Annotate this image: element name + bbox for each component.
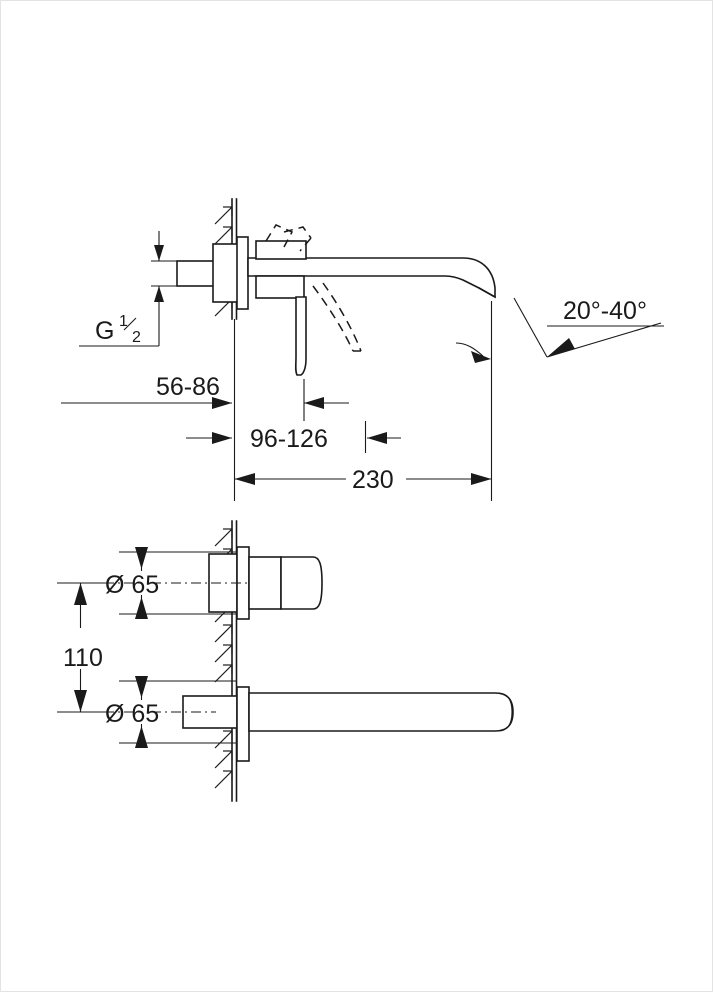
dimension-label-wall-offset: 56-86 (156, 373, 220, 401)
spout-leader-arrow (455, 342, 491, 363)
dimension-spout-projection (234, 301, 493, 501)
dimension-outlet-angle (513, 297, 664, 358)
dimension-handle-projection (186, 379, 401, 453)
dimension-label-thread-letter: G (95, 317, 114, 345)
dimension-thread-g-half (79, 231, 181, 347)
escutcheon-flange-top-view (236, 236, 249, 310)
cartridge-cap (255, 240, 307, 260)
bottom-view-front-elevation: Ø 65 Ø 65 110 (57, 520, 514, 802)
top-view-side-elevation: G 1 2 56-86 96-126 (61, 198, 664, 501)
dimension-label-thread-numerator: 1 (119, 313, 128, 330)
dimension-label-center-spacing: 110 (63, 644, 103, 672)
dimension-center-spacing (57, 582, 104, 713)
dimension-lower-diameter (104, 676, 237, 748)
spout-outlet-tip (477, 286, 497, 299)
lever-handle (294, 296, 307, 376)
dimension-label-handle-projection: 96-126 (250, 425, 328, 453)
dimension-upper-diameter (104, 547, 237, 619)
cartridge-collar (255, 275, 305, 299)
dimension-label-spout-projection: 230 (352, 466, 394, 494)
lower-spout-assembly (151, 686, 514, 762)
dimension-label-upper-diameter: Ø 65 (105, 571, 159, 599)
dimension-label-outlet-angle: 20°-40° (563, 297, 647, 325)
upper-valve-assembly (151, 546, 323, 620)
dimension-wall-offset (61, 319, 236, 501)
dimension-label-thread-denominator: 2 (132, 329, 141, 346)
dimension-label-lower-diameter: Ø 65 (105, 700, 159, 728)
lever-swing-positions (265, 224, 362, 352)
